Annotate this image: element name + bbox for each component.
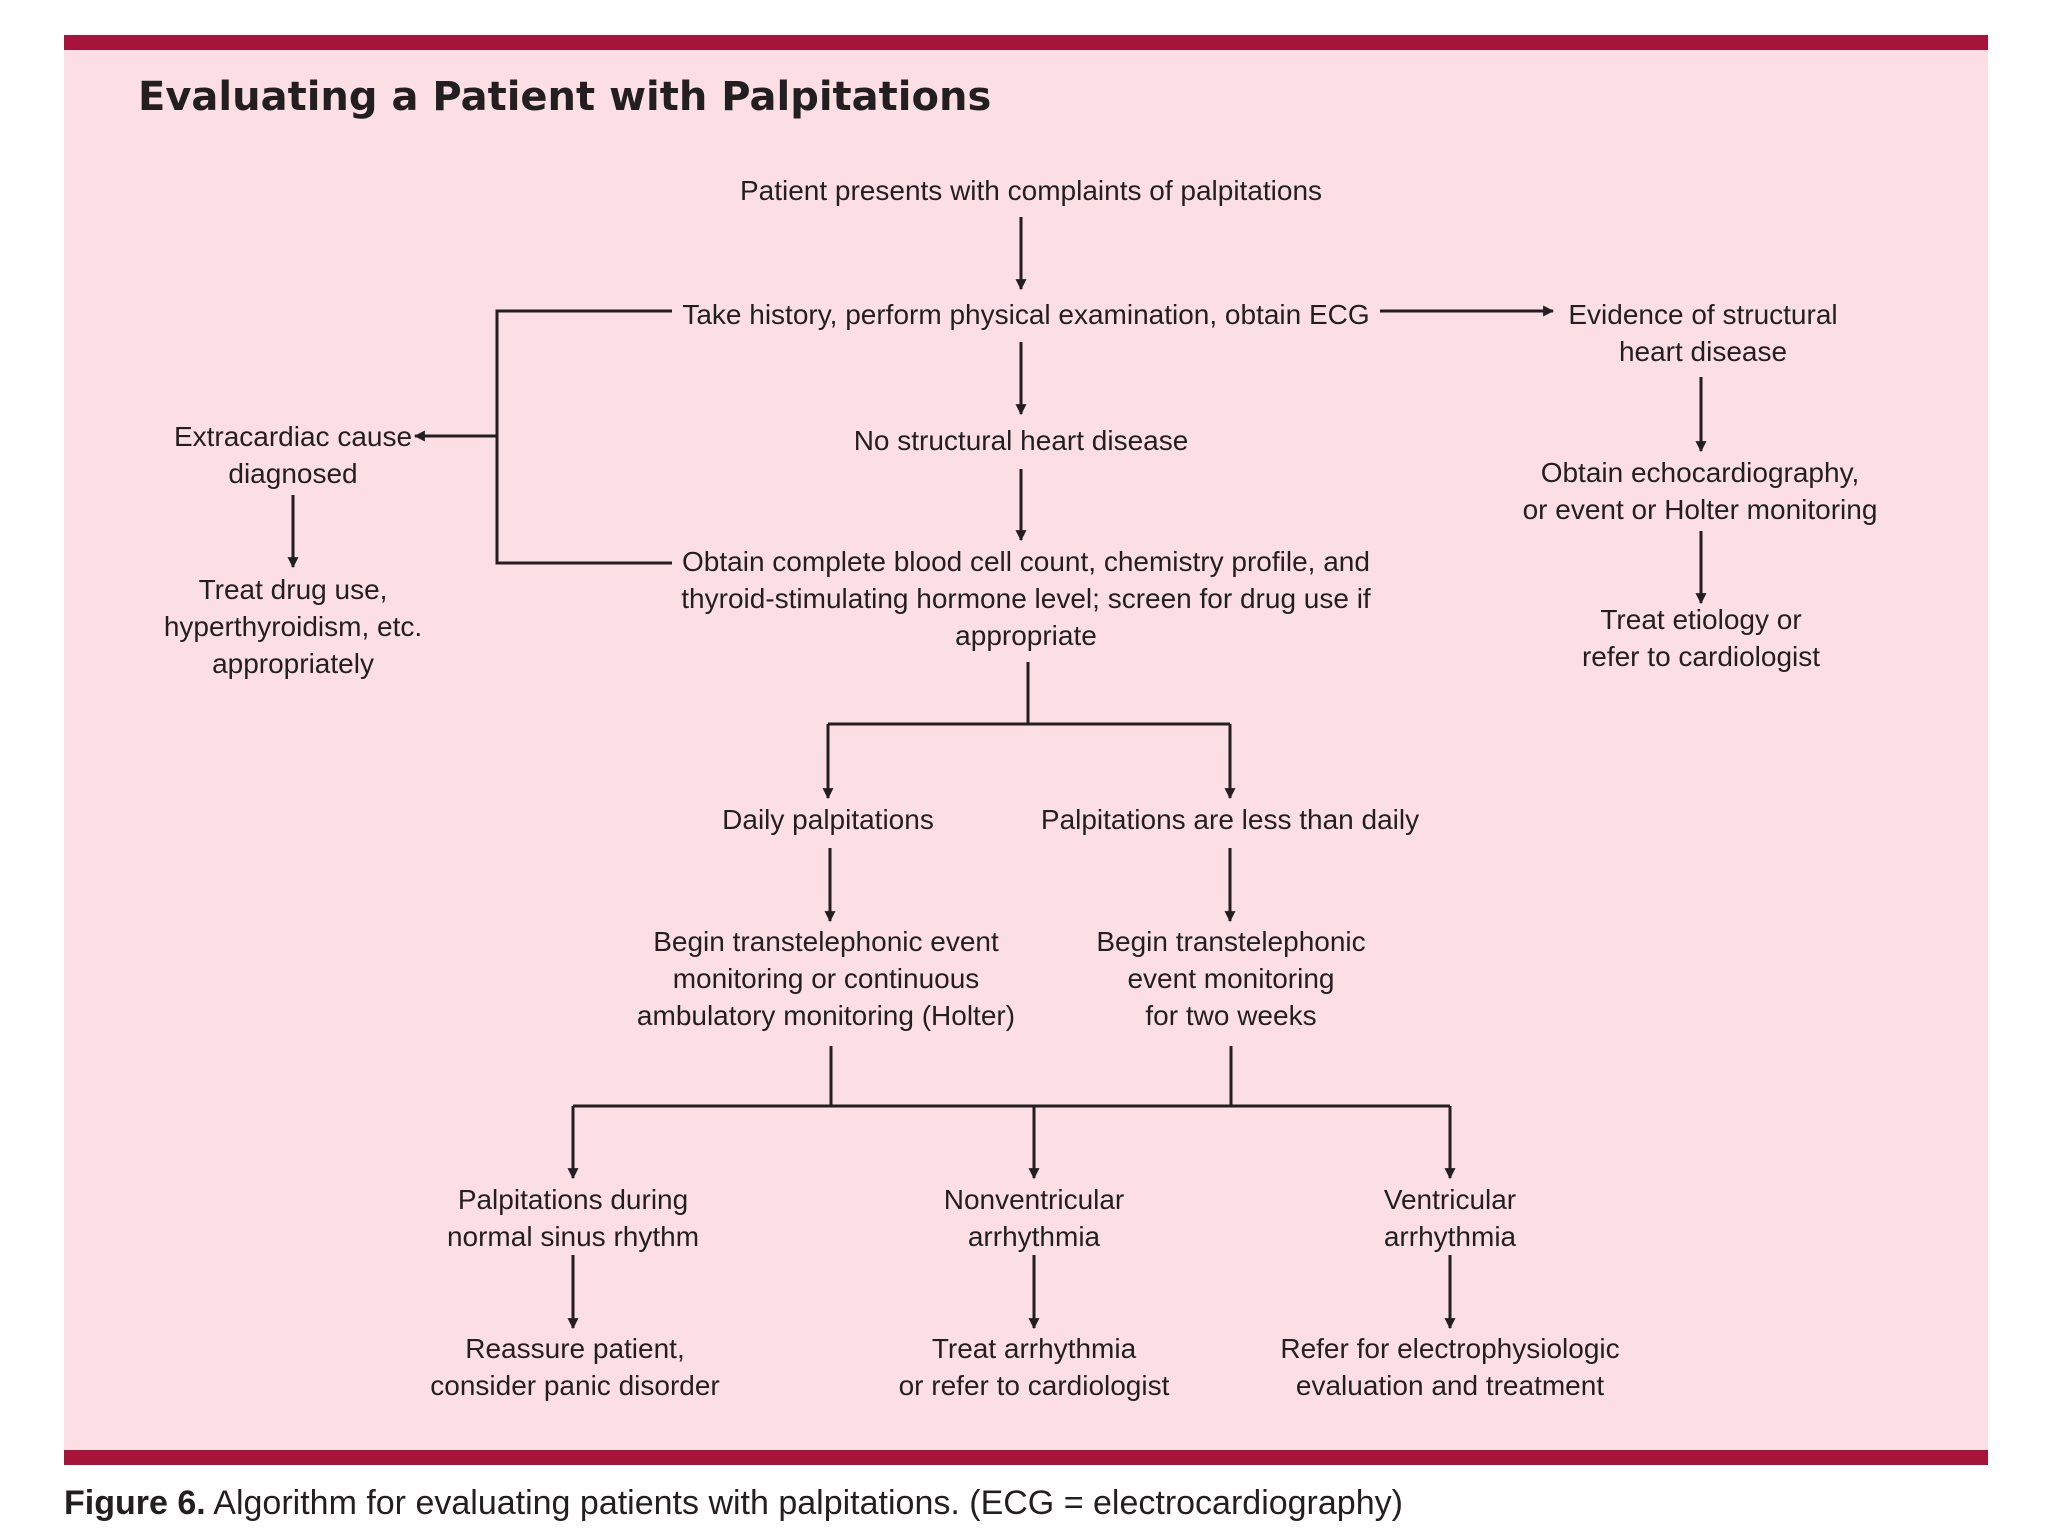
bracket-left <box>495 309 672 565</box>
top-accent-bar <box>64 35 1988 50</box>
figure-caption: Figure 6. Algorithm for evaluating patie… <box>64 1476 2024 1536</box>
bottom-accent-bar <box>64 1450 1988 1465</box>
node-ventricular-arrhythmia: Ventricular arrhythmia <box>1383 1184 1517 1252</box>
node-less-than-daily: Palpitations are less than daily <box>1040 804 1420 835</box>
node-patient-presents: Patient presents with complaints of palp… <box>739 175 1323 206</box>
node-take-history: Take history, perform physical examinati… <box>682 299 1370 330</box>
node-no-structural-heart-disease: No structural heart disease <box>853 425 1189 456</box>
node-normal-sinus-rhythm: Palpitations during normal sinus rhythm <box>446 1184 700 1252</box>
node-two-week-monitoring: Begin transtelephonic event monitoring f… <box>1096 926 1366 1031</box>
node-reassure-patient: Reassure patient, consider panic disorde… <box>430 1333 720 1401</box>
caption-label: Figure 6. <box>64 1484 206 1522</box>
node-holter-monitoring: Begin transtelephonic event monitoring o… <box>636 926 1016 1031</box>
node-structural-heart-disease: Evidence of structural heart disease <box>1568 299 1838 367</box>
node-refer-electrophysiologic: Refer for electrophysiologic evaluation … <box>1280 1333 1620 1401</box>
node-obtain-echocardiography: Obtain echocardiography, or event or Hol… <box>1522 457 1878 525</box>
node-daily-palpitations: Daily palpitations <box>722 804 934 835</box>
figure-title: Evaluating a Patient with Palpitations <box>138 74 992 120</box>
node-treat-etiology: Treat etiology or refer to cardiologist <box>1581 604 1821 672</box>
node-treat-arrhythmia: Treat arrhythmia or refer to cardiologis… <box>898 1333 1170 1401</box>
node-extracardiac-cause: Extracardiac cause diagnosed <box>173 421 413 489</box>
node-nonventricular-arrhythmia: Nonventricular arrhythmia <box>943 1184 1125 1252</box>
caption-text: Algorithm for evaluating patients with p… <box>213 1484 1403 1522</box>
node-obtain-labs: Obtain complete blood cell count, chemis… <box>681 546 1371 651</box>
node-treat-drug-use: Treat drug use, hyperthyroidism, etc. ap… <box>163 574 423 679</box>
